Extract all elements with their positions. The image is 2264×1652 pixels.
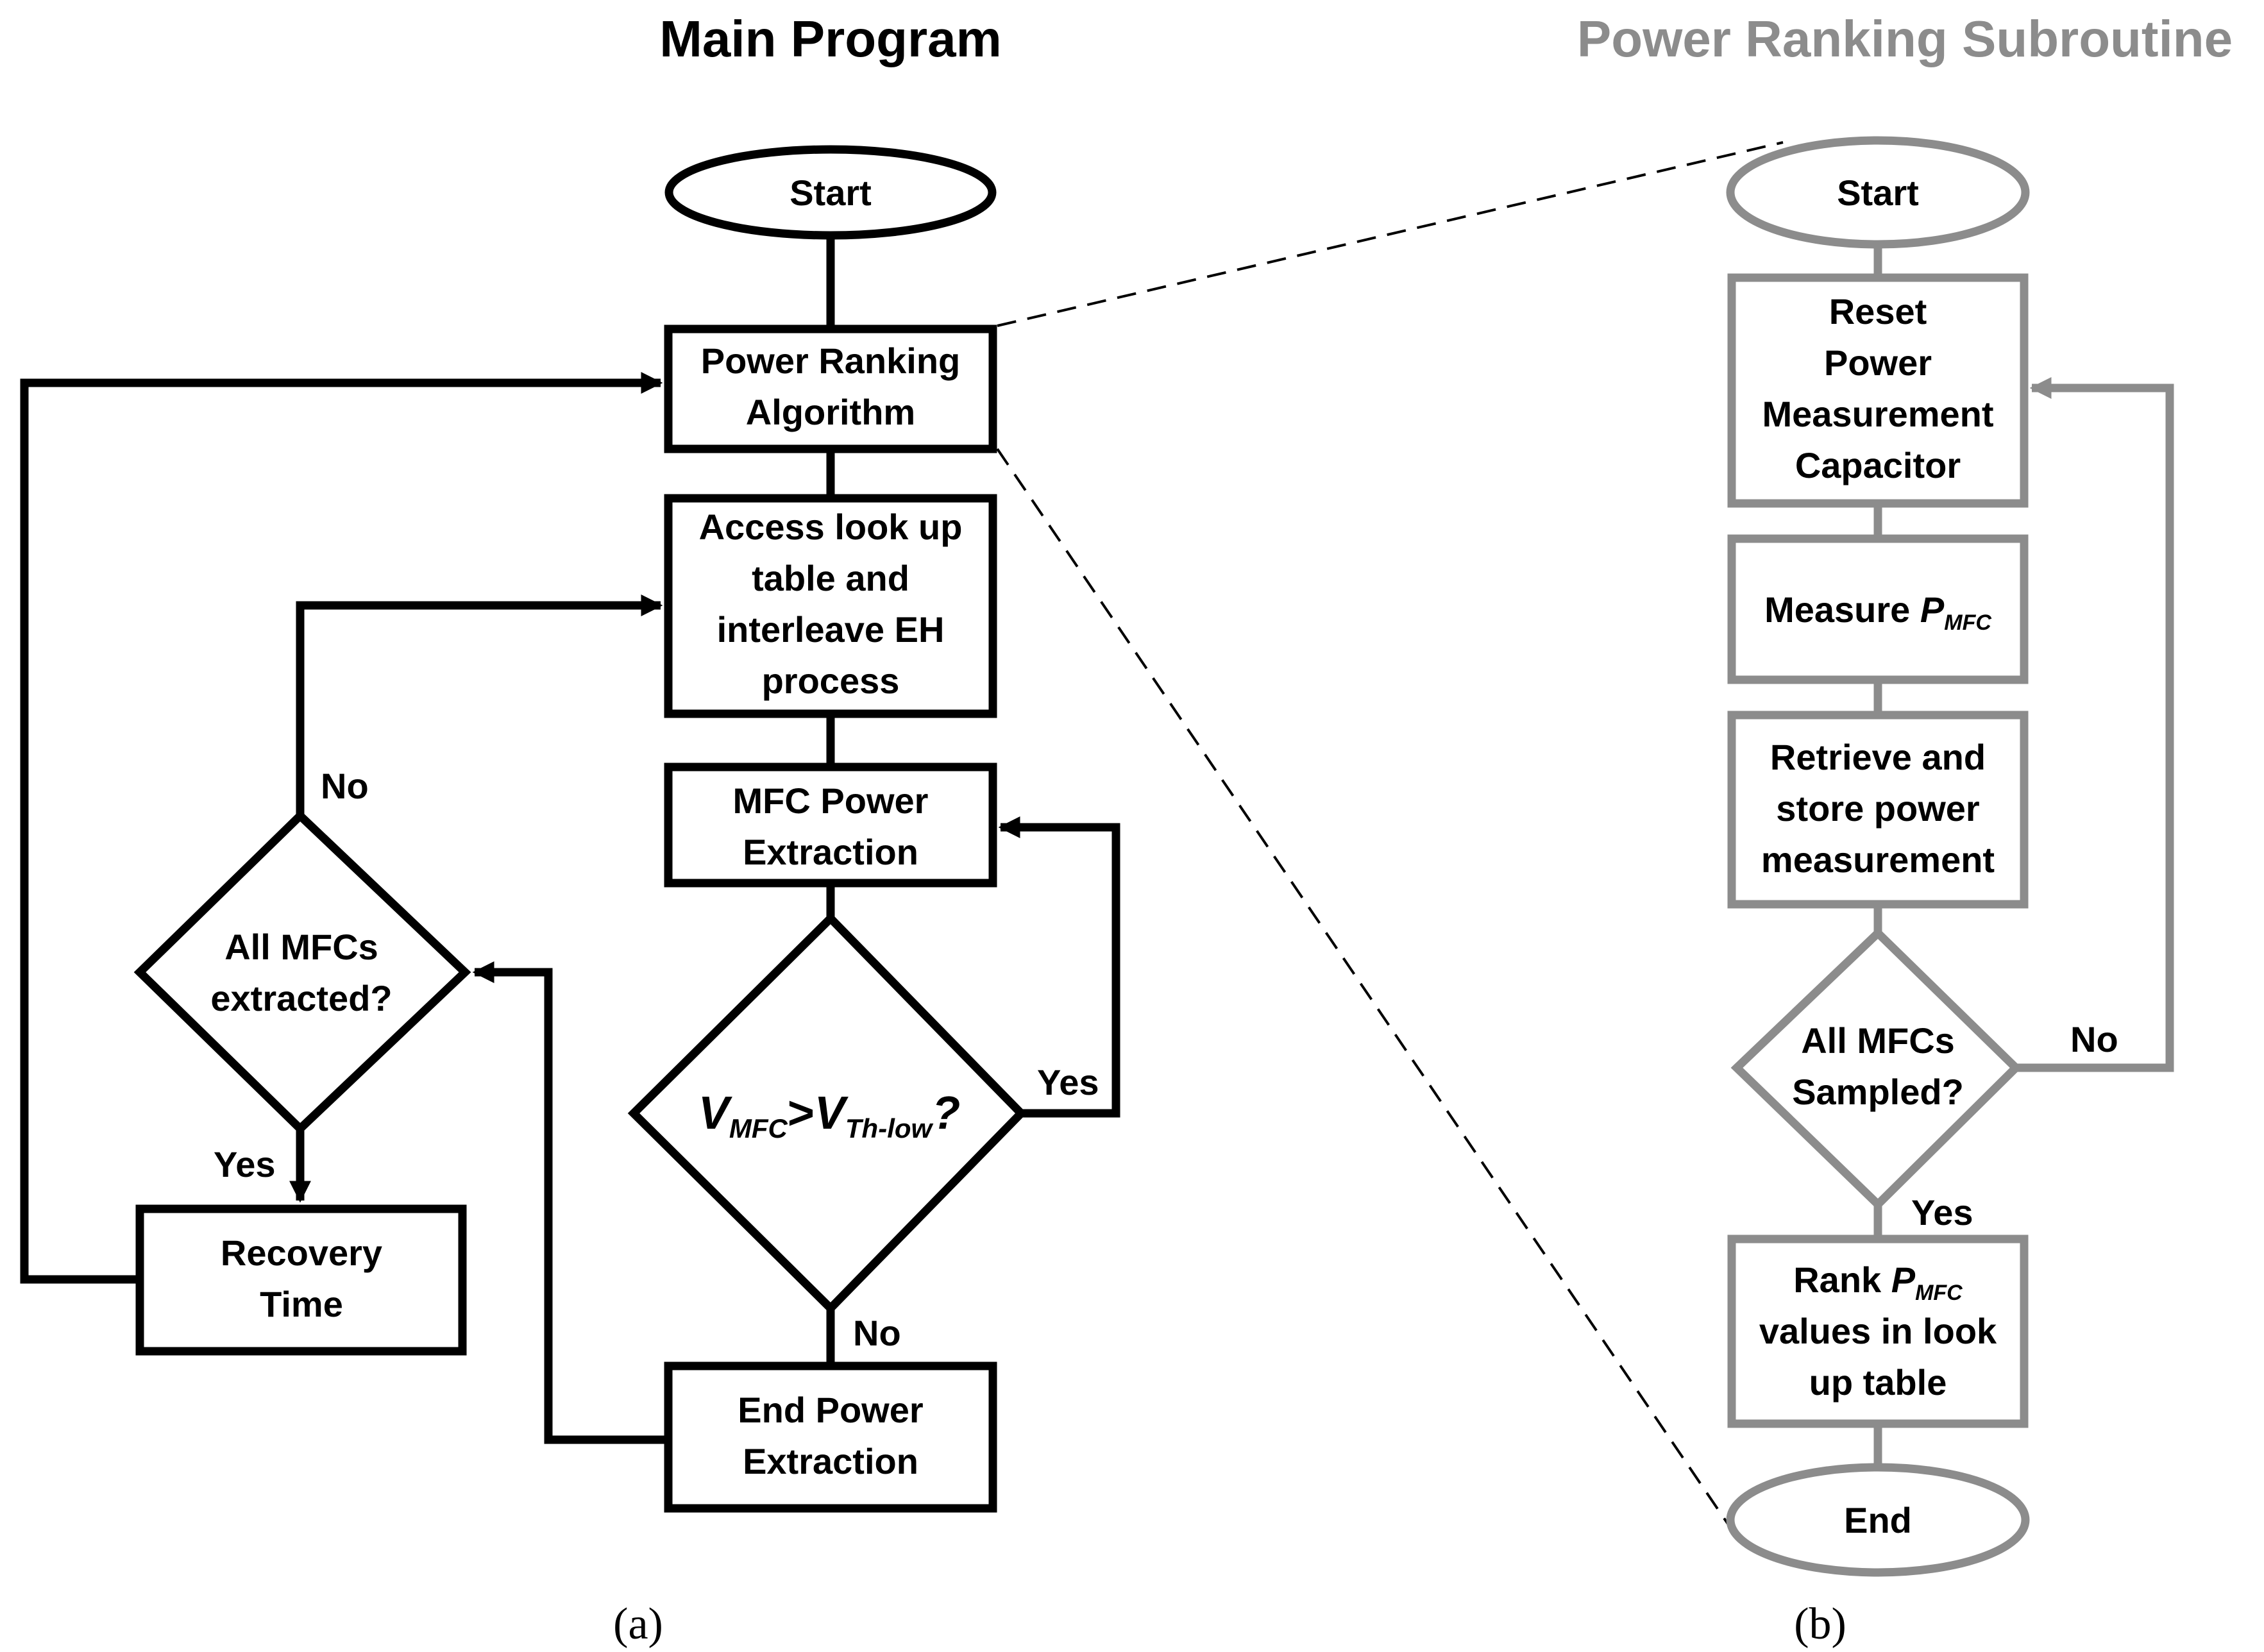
end-extraction-line2: Extraction — [743, 1441, 918, 1481]
label-sub-yes: Yes — [1911, 1192, 1973, 1233]
subroutine-title: Power Ranking Subroutine — [1577, 10, 2233, 67]
arrow-no-to-access — [296, 594, 663, 816]
access-line2: table and — [752, 558, 909, 598]
all-extracted-line1: All MFCs — [224, 927, 378, 967]
measure-label: Measure PMFC — [1764, 589, 1991, 635]
main-branch-labels: No Yes Yes No — [214, 766, 1099, 1353]
label-yes-left: Yes — [214, 1144, 276, 1184]
mfc-extraction-line1: MFC Power — [733, 780, 929, 821]
zoom-line-top — [997, 141, 1784, 327]
rank-line1: Rank PMFC — [1793, 1260, 1963, 1305]
sub-end-label: End — [1844, 1500, 1912, 1540]
all-sampled-line2: Sampled? — [1792, 1072, 1964, 1112]
retrieve-line3: measurement — [1761, 839, 1995, 880]
retrieve-box — [1727, 711, 2029, 909]
voltage-decision-diamond — [627, 912, 1027, 1315]
subroutine-text: Start Reset Power Measurement Capacitor … — [1759, 173, 1997, 1540]
access-line4: process — [762, 661, 900, 701]
all-sampled-diamond — [1730, 927, 2022, 1211]
arrow-recovery-to-ranking — [20, 372, 663, 1284]
reset-line1: Reset — [1829, 291, 1927, 332]
reset-line4: Capacitor — [1795, 445, 1961, 485]
label-no-top: No — [321, 766, 369, 806]
arrow-yes-loop — [998, 816, 1120, 1118]
access-lookup-box — [664, 494, 997, 718]
main-start-label: Start — [790, 173, 872, 213]
subroutine — [1726, 136, 2174, 1577]
access-line3: interleave EH — [717, 609, 945, 650]
measure-box — [1727, 534, 2029, 684]
power-ranking-box — [664, 324, 997, 453]
zoom-lines — [996, 141, 1784, 1531]
retrieve-line2: store power — [1776, 788, 1979, 829]
zoom-line-bottom — [996, 448, 1733, 1531]
caption-a: (a) — [613, 1599, 663, 1649]
sub-start-label: Start — [1837, 173, 1919, 213]
retrieve-line1: Retrieve and — [1770, 737, 1986, 777]
all-sampled-line1: All MFCs — [1801, 1020, 1955, 1061]
access-line1: Access look up — [699, 507, 963, 547]
recovery-line2: Time — [260, 1284, 343, 1324]
all-extracted-line2: extracted? — [210, 978, 392, 1018]
label-no-bottom: No — [853, 1313, 901, 1353]
reset-line2: Power — [1824, 342, 1932, 383]
recovery-line1: Recovery — [221, 1233, 382, 1273]
recovery-box — [135, 1204, 467, 1356]
arrow-end-to-extracted — [472, 961, 668, 1444]
main-program-title: Main Program — [659, 10, 1001, 67]
rank-line3: up table — [1809, 1362, 1947, 1403]
caption-b: (b) — [1794, 1599, 1846, 1649]
power-ranking-line1: Power Ranking — [701, 341, 961, 381]
all-extracted-diamond — [133, 809, 471, 1135]
sub-end-ellipse — [1726, 1463, 2030, 1577]
main-program-text: Start Power Ranking Algorithm Access loo… — [210, 173, 962, 1481]
sub-branch-labels: No Yes — [1911, 1019, 2118, 1233]
label-yes-right: Yes — [1037, 1062, 1099, 1102]
mfc-extraction-box — [664, 763, 997, 888]
reset-line3: Measurement — [1762, 394, 1993, 434]
voltage-condition-label: VMFC>VTh-low? — [698, 1088, 960, 1143]
arrow-sub-no-loop — [2016, 377, 2174, 1072]
mfc-extraction-line2: Extraction — [743, 832, 918, 872]
label-sub-no: No — [2070, 1019, 2118, 1059]
rank-line2: values in look — [1759, 1311, 1997, 1351]
power-ranking-line2: Algorithm — [746, 392, 915, 432]
end-extraction-box — [664, 1361, 997, 1513]
main-program — [20, 145, 1120, 1513]
end-extraction-line1: End Power — [738, 1390, 923, 1430]
